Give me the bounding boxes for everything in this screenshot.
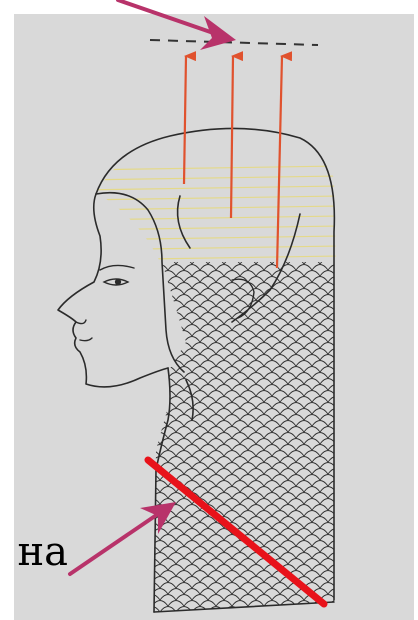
pupil <box>116 280 121 285</box>
caption-text: на <box>0 524 68 584</box>
